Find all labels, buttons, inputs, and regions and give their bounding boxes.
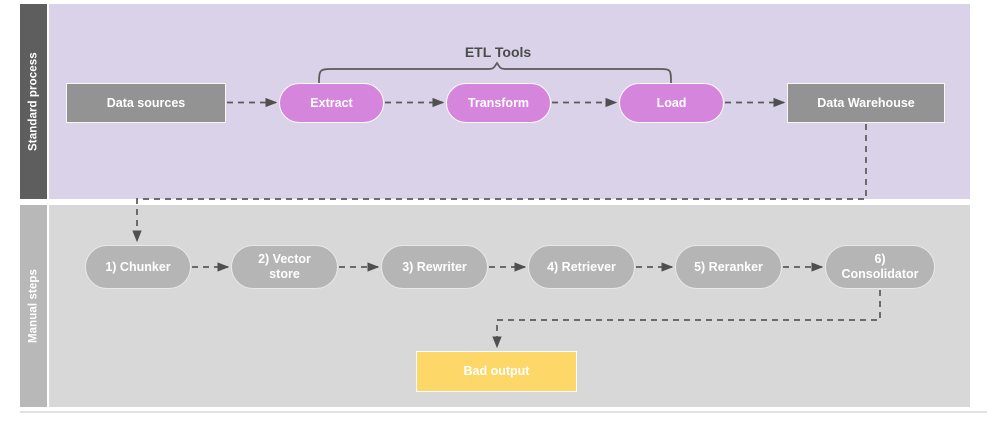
node-chunker[interactable]: 1) Chunker (85, 245, 191, 289)
lane-header-manual-steps: Manual steps (20, 205, 47, 407)
node-data-sources[interactable]: Data sources (66, 83, 226, 123)
node-bad-output[interactable]: Bad output (416, 351, 577, 392)
node-extract[interactable]: Extract (279, 83, 384, 123)
node-retriever[interactable]: 4) Retriever (528, 245, 635, 289)
node-data-warehouse[interactable]: Data Warehouse (787, 83, 945, 123)
node-reranker[interactable]: 5) Reranker (675, 245, 782, 289)
node-consolidator[interactable]: 6) Consolidator (825, 245, 935, 289)
etl-tools-label: ETL Tools (464, 44, 532, 60)
node-vector-store[interactable]: 2) Vector store (231, 245, 338, 289)
node-rewriter[interactable]: 3) Rewriter (381, 245, 488, 289)
lane-header-standard-process: Standard process (20, 4, 47, 199)
bottom-divider (20, 411, 987, 413)
node-transform[interactable]: Transform (446, 83, 551, 123)
node-load[interactable]: Load (619, 83, 724, 123)
